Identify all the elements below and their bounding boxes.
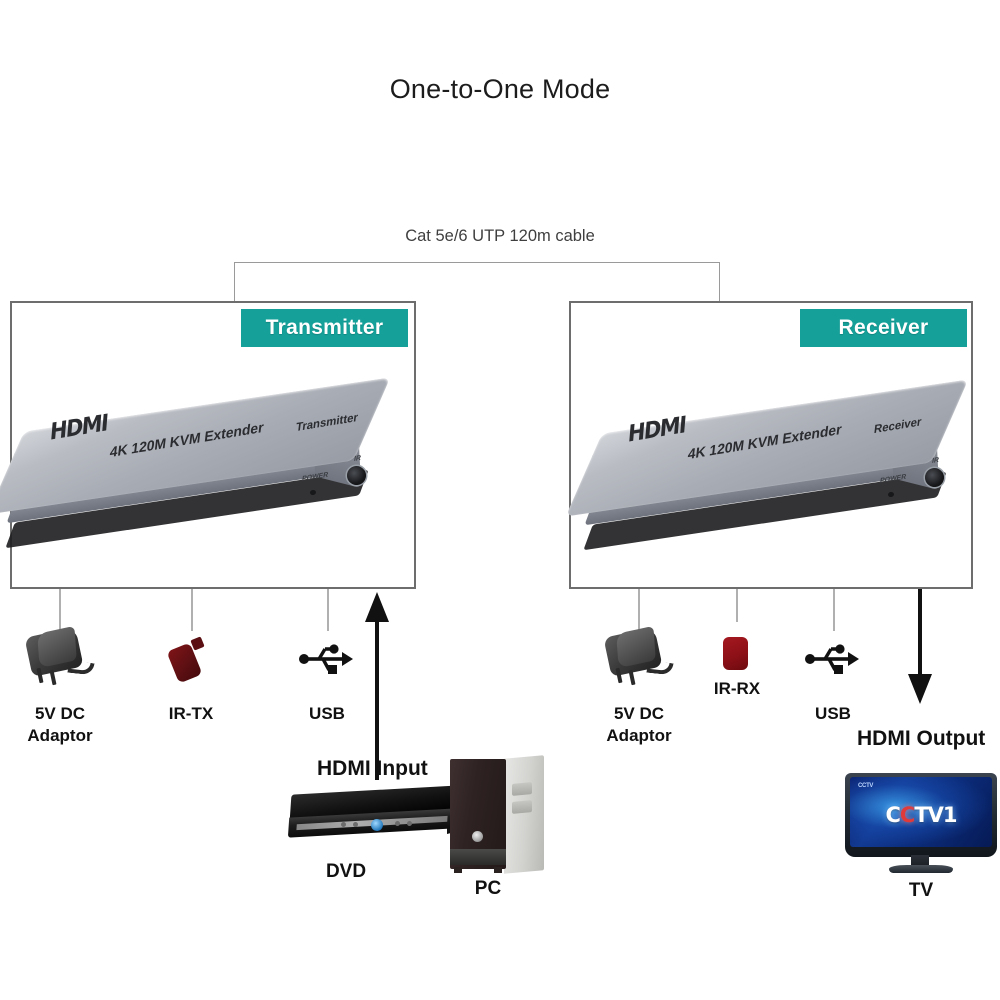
label-tx-adaptor: 5V DC Adaptor [27, 704, 93, 745]
pc-base-band [450, 849, 506, 865]
hdmi-input-arrow-shaft [375, 620, 379, 780]
utp-cable-bracket [234, 262, 720, 304]
adaptor-cable [646, 660, 674, 676]
label-rx-ir: IR-RX [713, 679, 761, 698]
pc-power-button-icon [472, 831, 483, 842]
ir-receiver-icon [723, 637, 751, 671]
drop-line-rx-usb [833, 589, 835, 631]
cable-label: Cat 5e/6 UTP 120m cable [405, 227, 595, 245]
drop-line-rx-adaptor [638, 589, 640, 631]
page-title: One-to-One Mode [389, 74, 611, 104]
receiver-badge: Receiver [800, 309, 967, 347]
receiver-device-image: HDMI 4K 120M KVM Extender Receiver POWER… [565, 379, 992, 560]
drop-line-tx-adaptor [59, 589, 61, 631]
pc-foot [494, 867, 502, 873]
power-adaptor-icon [601, 625, 675, 688]
adaptor-cable [67, 660, 95, 676]
tv-screen: CCTV CCTV1 [850, 777, 992, 847]
drop-line-tx-usb [327, 589, 329, 631]
transmitter-device-image: HDMI 4K 120M KVM Extender Transmitter PO… [0, 377, 414, 558]
pc-side-panel [504, 755, 544, 874]
pc-caption: PC [474, 878, 502, 899]
tv-corner-logo: CCTV [858, 783, 874, 789]
pc-drive-bay [512, 800, 532, 814]
tv-icon: CCTV CCTV1 [845, 773, 997, 877]
hdmi-output-arrow-shaft [918, 589, 922, 677]
label-rx-usb: USB [815, 704, 851, 723]
power-adaptor-icon [22, 625, 96, 688]
transmitter-badge: Transmitter [241, 309, 408, 347]
hdmi-output-label: HDMI Output [857, 727, 986, 750]
tv-caption: TV [908, 880, 934, 901]
label-tx-ir: IR-TX [168, 704, 214, 723]
label-tx-usb: USB [309, 704, 345, 723]
dvd-caption: DVD [325, 861, 367, 882]
hdmi-output-arrow-head [908, 674, 932, 704]
ir-emitter-icon [166, 636, 206, 684]
hdmi-input-label: HDMI Input [317, 757, 428, 780]
usb-icon [805, 644, 861, 674]
tv-stand-neck [911, 855, 929, 867]
ir-receiver-body [723, 637, 748, 670]
tv-stand-base [889, 865, 953, 873]
dvd-player-icon [287, 785, 465, 845]
usb-icon [299, 644, 355, 674]
tv-bezel: CCTV CCTV1 [845, 773, 997, 857]
pc-drive-bay [512, 782, 532, 796]
tv-channel-logo: CCTV1 [885, 803, 957, 827]
pc-foot [454, 867, 462, 873]
pc-tower-icon [450, 755, 548, 874]
hdmi-input-arrow-head [365, 592, 389, 622]
label-rx-adaptor: 5V DC Adaptor [606, 704, 672, 745]
drop-line-rx-ir [736, 589, 738, 622]
drop-line-tx-ir [191, 589, 193, 631]
